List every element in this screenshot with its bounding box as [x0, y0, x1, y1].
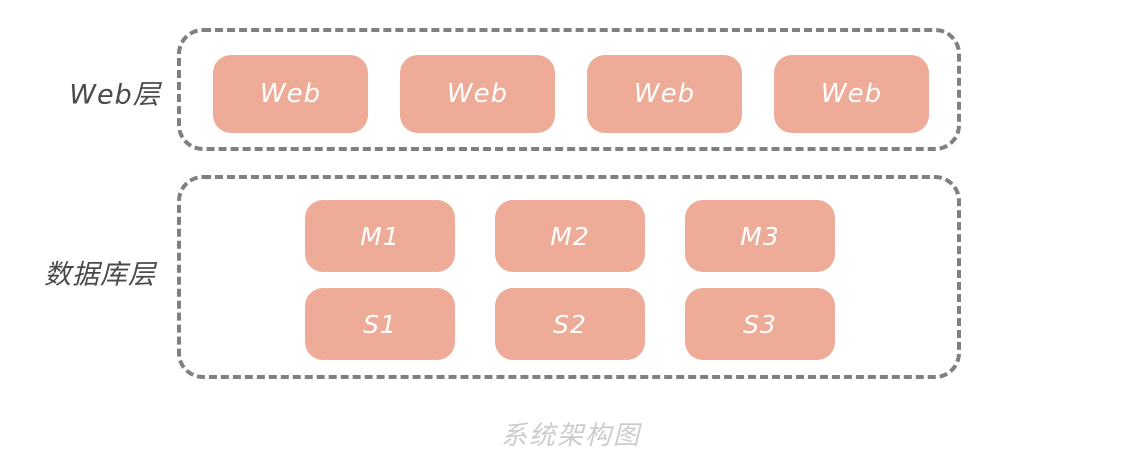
db-node-m1-label: M1 [360, 221, 400, 251]
web-node-4-label: Web [820, 79, 883, 109]
db-node-m1[interactable]: M1 [305, 200, 455, 272]
db-node-s3-label: S3 [743, 309, 777, 339]
web-node-4[interactable]: Web [774, 55, 929, 133]
database-tier-label: 数据库层 [44, 259, 156, 291]
db-node-m3-label: M3 [740, 221, 780, 251]
web-node-1[interactable]: Web [213, 55, 368, 133]
db-node-s1[interactable]: S1 [305, 288, 455, 360]
diagram-caption: 系统架构图 [500, 421, 641, 451]
web-node-1-label: Web [259, 79, 322, 109]
db-node-s1-label: S1 [363, 309, 397, 339]
db-node-s2-label: S2 [553, 309, 587, 339]
db-node-m3[interactable]: M3 [685, 200, 835, 272]
web-node-3-label: Web [633, 79, 696, 109]
db-node-m2-label: M2 [550, 221, 590, 251]
web-node-2-label: Web [446, 79, 509, 109]
db-node-s3[interactable]: S3 [685, 288, 835, 360]
web-node-3[interactable]: Web [587, 55, 742, 133]
db-node-m2[interactable]: M2 [495, 200, 645, 272]
web-tier-group [177, 28, 961, 151]
db-node-s2[interactable]: S2 [495, 288, 645, 360]
web-node-2[interactable]: Web [400, 55, 555, 133]
web-tier-label: Web层 [69, 79, 161, 111]
database-tier-group [177, 175, 961, 379]
